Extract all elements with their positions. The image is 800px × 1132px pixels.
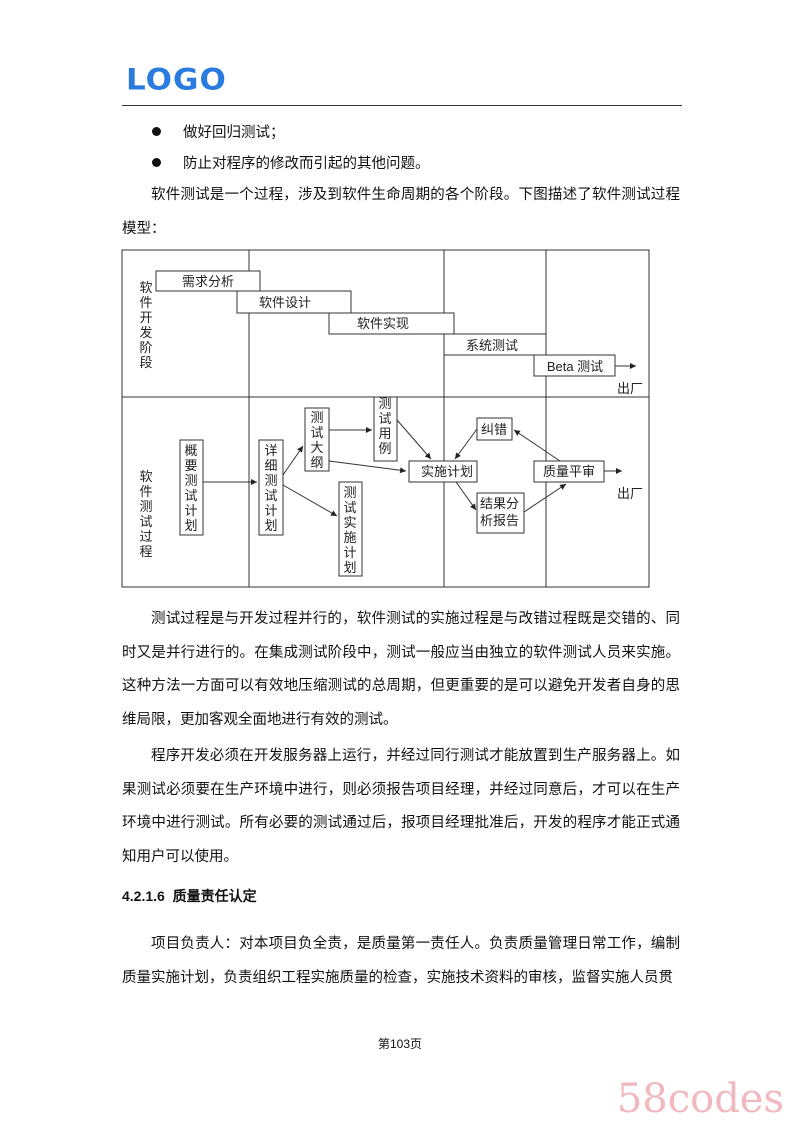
section-title: 质量责任认定 <box>172 888 257 904</box>
intro-paragraph: 软件测试是一个过程，涉及到软件生命周期的各个阶段。下图描述了软件测试过程模型： <box>122 187 680 237</box>
test-impl-plan-label: 测试实施计划 <box>343 485 356 575</box>
dev-label: Beta 测试 <box>547 359 603 374</box>
logo: LOGO <box>126 62 227 98</box>
section-heading: 4.2.1.6 质量责任认定 <box>122 886 257 906</box>
watermark: 58codes <box>616 1076 784 1122</box>
row-label-dev: 软件开发阶段 <box>139 280 152 370</box>
dev-label: 软件设计 <box>259 295 311 310</box>
bullet-text: 做好回归测试； <box>183 125 285 141</box>
header-rule <box>122 105 682 106</box>
section-number: 4.2.1.6 <box>122 888 165 904</box>
bullet-text: 防止对程序的修改而引起的其他问题。 <box>183 156 430 172</box>
dev-box <box>236 290 352 314</box>
detail-plan-label: 详细测试计划 <box>264 443 277 533</box>
paragraph: 程序开发必须在开发服务器上运行，并经过同行测试才能放置到生产服务器上。如果测试必… <box>122 748 680 865</box>
paragraph: 测试过程是与开发过程并行的，软件测试的实施过程是与改错过程既是交错的、同时又是并… <box>122 611 680 728</box>
bullet-item: 防止对程序的修改而引起的其他问题。 <box>152 152 430 173</box>
test-outline-label: 测试大纲 <box>310 410 323 470</box>
dev-label: 系统测试 <box>466 338 518 353</box>
bullet-item: 做好回归测试； <box>152 121 285 142</box>
test-process-diagram: 需求分析 软件设计 软件实现 系统测试 Beta 测试 出厂 出厂 实施计划 纠… <box>121 249 650 588</box>
page-number: 第103页 <box>377 1037 423 1051</box>
dev-label: 软件实现 <box>357 316 409 331</box>
row-label-test: 软件测试过程 <box>139 469 152 559</box>
bullet-icon <box>152 158 161 167</box>
release-label: 出厂 <box>617 381 643 396</box>
quality-review-label: 质量平审 <box>543 464 595 479</box>
dev-box <box>155 270 261 292</box>
test-cases-label: 测试用例 <box>378 396 391 456</box>
bullet-icon <box>152 127 161 136</box>
fix-label: 纠错 <box>481 422 507 437</box>
dev-box <box>328 312 455 335</box>
release-label: 出厂 <box>617 486 643 501</box>
dev-label: 需求分析 <box>182 274 234 289</box>
outline-plan-label: 概要测试计划 <box>184 443 197 533</box>
section-paragraph: 项目负责人：对本项目负全责，是质量第一责任人。负责质量管理日常工作，编制质量实施… <box>122 936 680 986</box>
result-report-label: 结果分析报告 <box>480 496 519 528</box>
impl-plan-label: 实施计划 <box>421 464 473 479</box>
